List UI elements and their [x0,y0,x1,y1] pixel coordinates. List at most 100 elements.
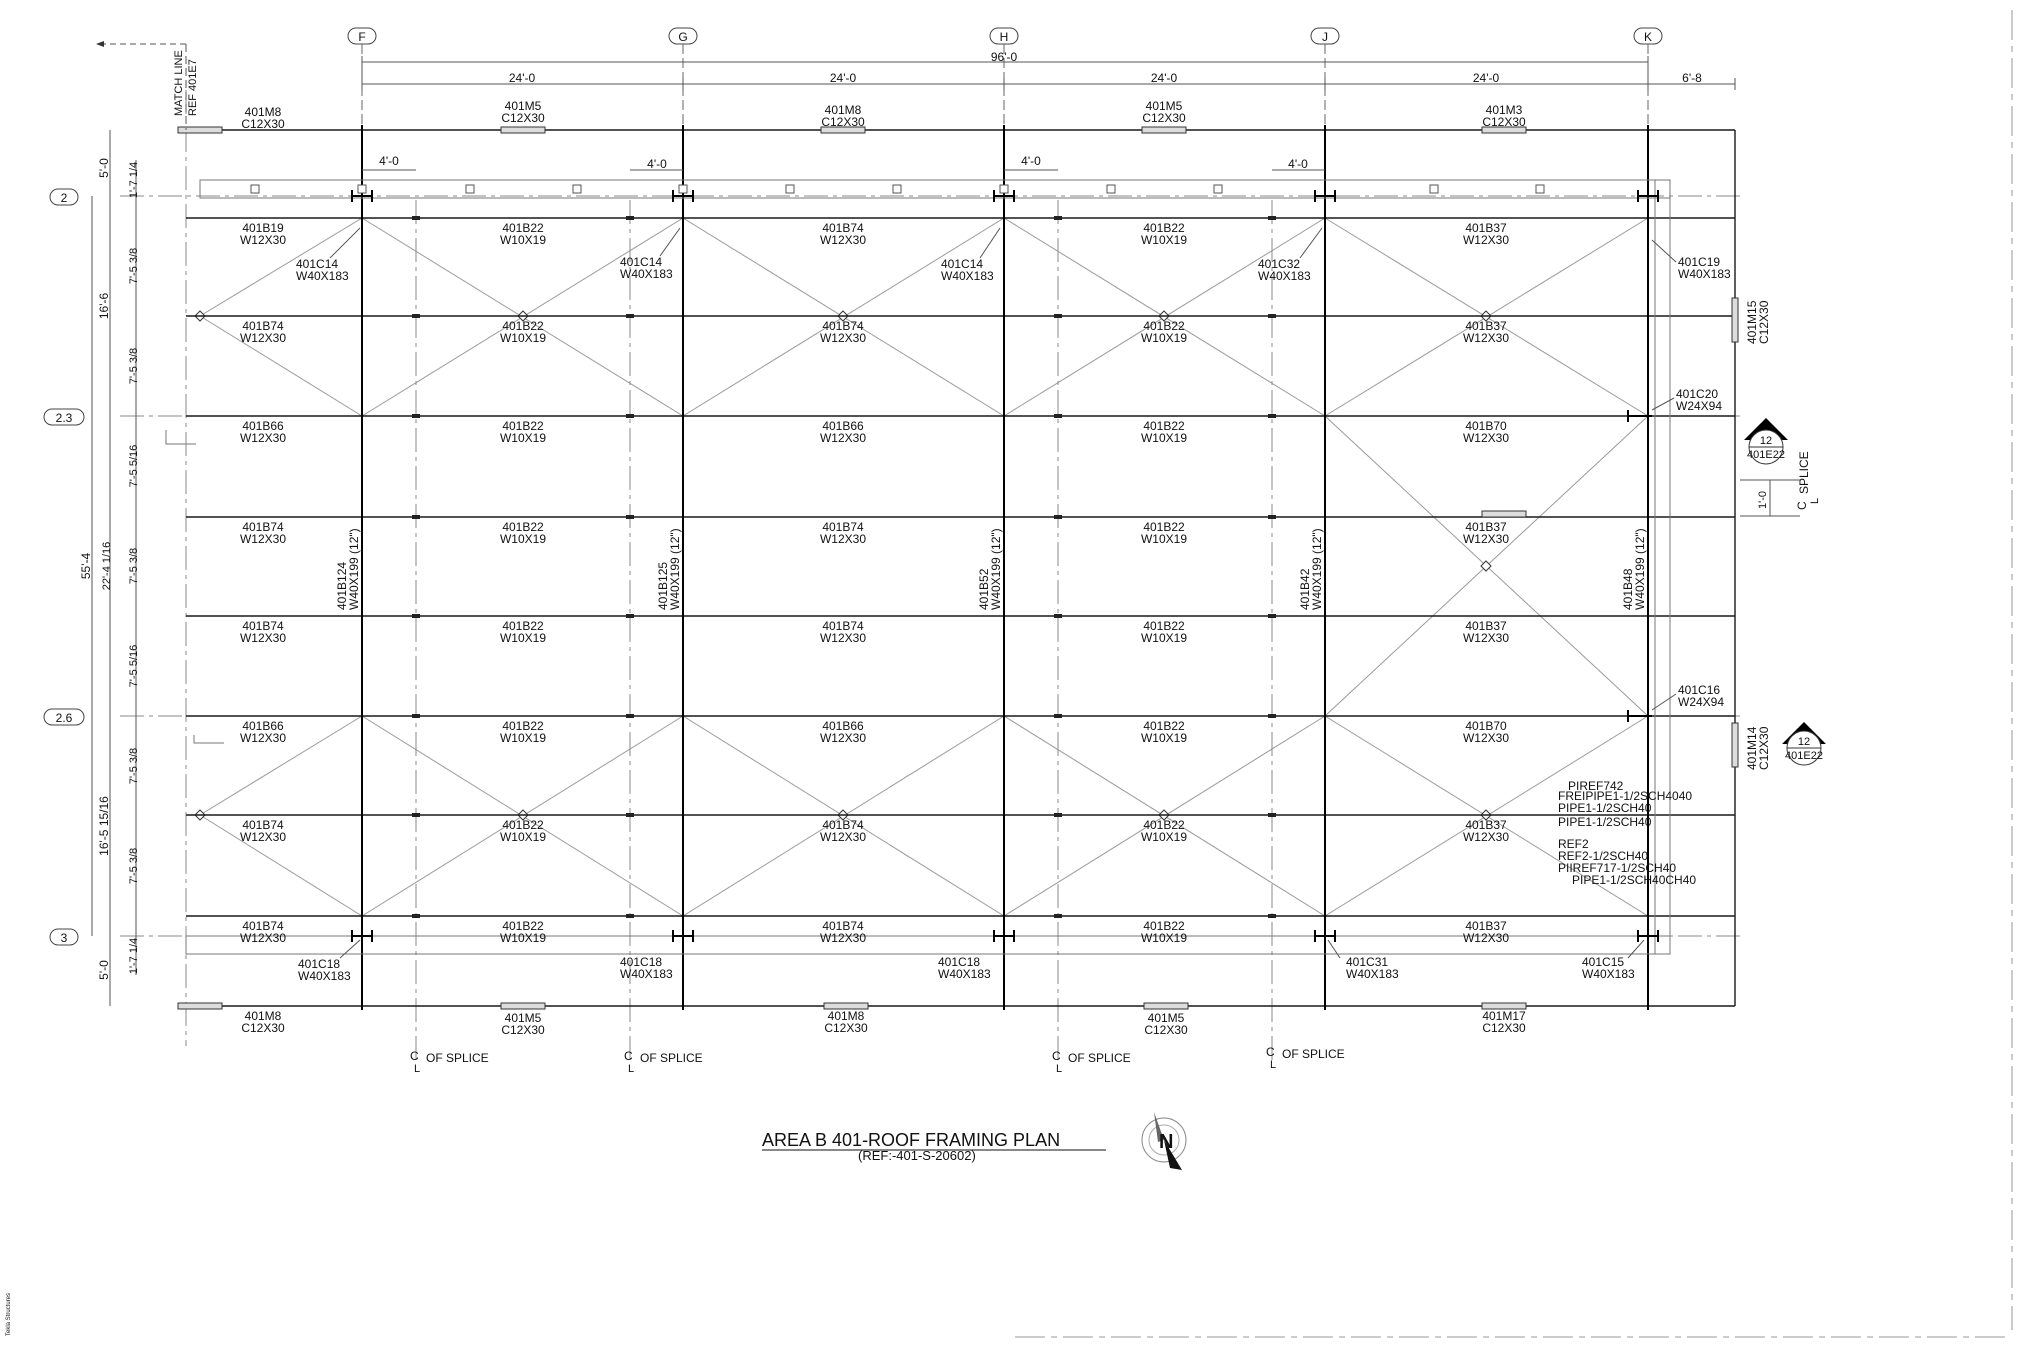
roof-beams [186,129,1736,1007]
beam-size: W12X30 [820,233,866,247]
connection-tick [412,314,420,318]
beam-mark: 401B74 [822,319,864,333]
pipe-note: PIPE1-1/2SCH40 [1558,801,1652,815]
connection-tick [412,914,420,918]
grid-bubble-2: 2 [49,188,79,206]
splice-label-3: C L OF SPLICE [1052,1049,1131,1075]
connection-tick [1268,414,1276,418]
beam-size: W10X19 [500,631,546,645]
column-mark: 401C18 [298,957,340,971]
connection-tick [1268,614,1276,618]
beam-mark: 401B22 [502,919,544,933]
left-dim: 16'-6 [97,293,111,320]
member-mark: 401M8 [245,105,282,119]
beam-size: W12X30 [240,631,286,645]
beam-mark: 401B22 [502,520,544,534]
grid-label-2-6: 2.6 [56,711,73,725]
channel-symbol [500,126,546,134]
beam-mark: 401B70 [1465,719,1507,733]
channel-symbol [177,126,223,134]
channel-symbols [177,126,1739,1010]
beam-mark: 401B22 [1143,319,1185,333]
column-size: W40X183 [941,269,994,283]
beam-mark: 401B37 [1465,919,1507,933]
channel-symbol [820,126,866,134]
splice-text: OF SPLICE [426,1051,489,1065]
beam-size: W12X30 [1463,233,1509,247]
beam-mark: 401B74 [242,919,284,933]
left-inner-dim: 7'-5 3/8 [128,248,140,284]
beam-size: W10X19 [500,931,546,945]
small-dimension: 4'-0 [379,154,399,168]
left-inner-dim: 7'-5 3/8 [128,848,140,884]
connection-tick [1054,614,1062,618]
pipe-note: REF2-1/2SCH40 [1558,849,1648,863]
grid-bubble-K: K [1633,27,1663,45]
pipe-note: FREIPIPE1-1/2SCH4040 [1558,789,1692,803]
pipe-note: PIREF742 [1568,779,1624,793]
channel-symbol [1481,126,1527,134]
member-size: C12X30 [241,117,285,131]
beam-mark: 401B66 [242,419,284,433]
column-mark: 401C31 [1346,955,1388,969]
beam-size: W10X19 [500,532,546,546]
connection-tick [1268,813,1276,817]
match-line-label: MATCH LINE [173,50,185,116]
connection-tick [626,914,634,918]
beam-mark: 401B22 [1143,520,1185,534]
centerline-symbol: L [628,1063,634,1075]
left-inner-dim: 1'-7 1/4 [128,938,140,974]
strip-marker [250,184,260,194]
bracing-nodes [194,310,1492,821]
column-mark: 401C14 [941,257,983,271]
beam-mark: 401B74 [242,818,284,832]
member-mark: 401M5 [505,1011,542,1025]
connection-tick [412,414,420,418]
member-size: C12X30 [824,1021,868,1035]
girder-mark: 401B48 [1621,568,1635,610]
centerline-symbol: C [410,1049,419,1063]
connection-tick [412,813,420,817]
section-number: 12 [1798,736,1810,748]
beam-size: W12X30 [1463,431,1509,445]
section-sheet: 401E22 [1785,750,1823,762]
beam-size: W12X30 [240,331,286,345]
grid-bubble-J: J [1310,27,1340,45]
beam-size: W10X19 [500,731,546,745]
beam-size: W12X30 [240,731,286,745]
member-mark: 401M8 [825,103,862,117]
drawing-title: AREA B 401-ROOF FRAMING PLAN [762,1130,1060,1150]
beam-size: W12X30 [820,532,866,546]
beam-size: W10X19 [1141,233,1187,247]
grid-label-G: G [678,30,687,44]
strip-markers [250,184,1545,194]
connection-ticks [412,216,1276,918]
beam-mark: 401B22 [502,818,544,832]
splice-dimension: 1'-0 [1757,491,1769,509]
pipe-note: PIPE1-1/2SCH40 [1558,815,1652,829]
strip-marker [1429,184,1439,194]
pipe-note: REF2 [1558,837,1589,851]
channel-symbol [177,1002,223,1010]
left-inner-dim: 7'-5 3/8 [128,348,140,384]
column-mark: 401C16 [1678,683,1720,697]
beam-mark: 401B74 [242,520,284,534]
beam-mark: 401B66 [822,719,864,733]
connection-tick [626,614,634,618]
beam-size: W10X19 [1141,431,1187,445]
beam-mark: 401B37 [1465,818,1507,832]
column-mark: 401C14 [296,257,338,271]
beam-size: W12X30 [240,830,286,844]
connection-tick [626,515,634,519]
column-size: W40X183 [1346,967,1399,981]
connection-tick [1054,314,1062,318]
beam-mark: 401B19 [242,221,284,235]
beam-size: W12X30 [1463,532,1509,546]
beam-size: W12X30 [1463,631,1509,645]
left-dim: 55'-4 [79,553,93,580]
column-mark: 401C20 [1676,387,1718,401]
column-size: W40X183 [1678,267,1731,281]
beam-size: W12X30 [820,931,866,945]
section-marker-1: 12 401E22 [1744,418,1788,465]
girder-mark: 401B42 [1298,568,1312,610]
